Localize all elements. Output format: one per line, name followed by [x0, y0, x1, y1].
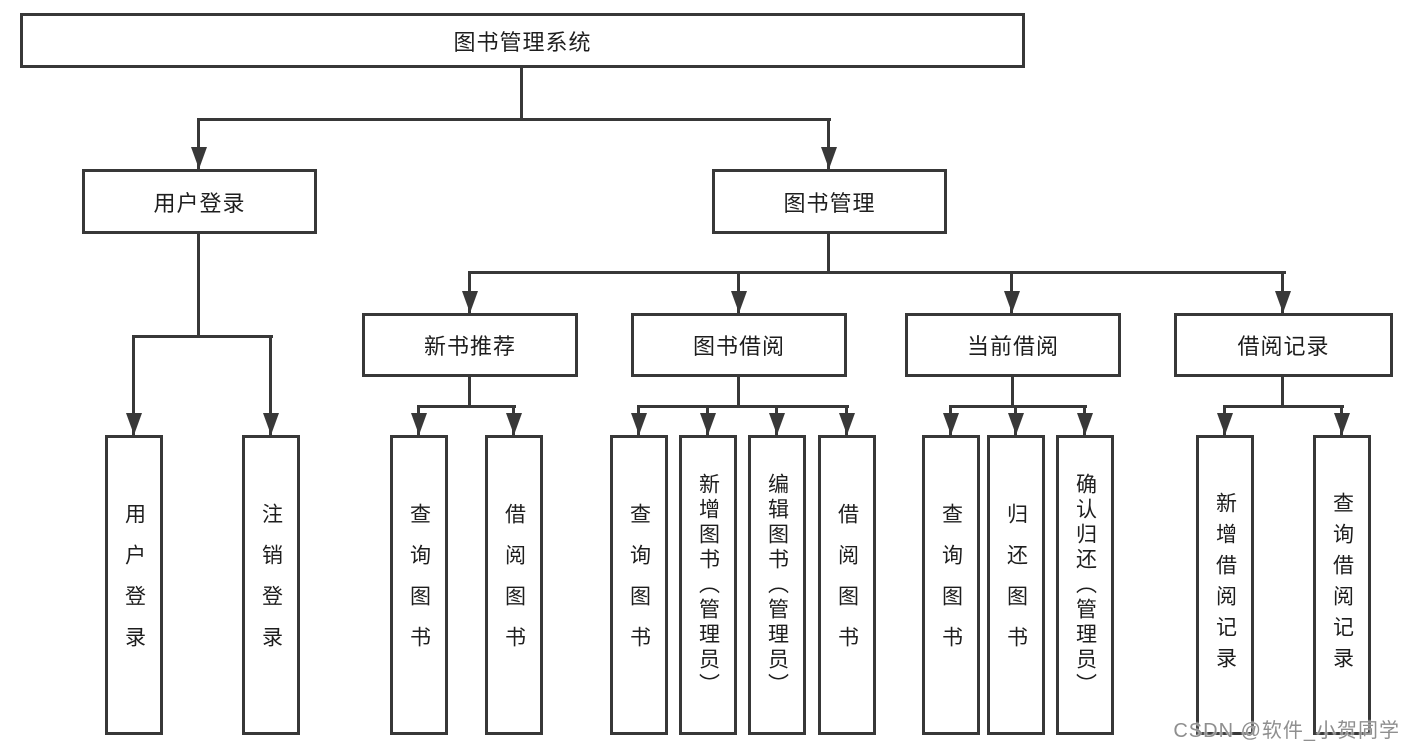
- leaf-query-books-current-label: 查询图书: [939, 503, 963, 667]
- leaf-logout: 注销登录: [242, 435, 300, 735]
- csdn-watermark: CSDN @软件_小贺同学: [1173, 720, 1400, 742]
- arrow-down-icon: [631, 413, 647, 435]
- connector-line: [269, 335, 272, 435]
- leaf-add-borrow-record-label: 新增借阅记录: [1213, 492, 1237, 678]
- node-user-login: 用户登录: [82, 169, 317, 234]
- arrow-down-icon: [1077, 413, 1093, 435]
- node-root-label: 图书管理系统: [453, 29, 592, 55]
- arrow-down-icon: [1217, 413, 1233, 435]
- arrow-down-icon: [731, 291, 747, 313]
- leaf-query-books-recommend-label: 查询图书: [407, 503, 431, 667]
- node-current-borrowing: 当前借阅: [905, 313, 1121, 377]
- arrow-down-icon: [943, 413, 959, 435]
- leaf-query-books-borrowing: 查询图书: [610, 435, 668, 735]
- leaf-borrow-books-recommend-label: 借阅图书: [502, 503, 526, 667]
- connector-line: [417, 405, 516, 408]
- node-current-borrowing-label: 当前借阅: [966, 334, 1059, 359]
- connector-line: [949, 405, 1087, 408]
- leaf-logout-label: 注销登录: [259, 503, 283, 667]
- connector-line: [520, 68, 523, 119]
- arrow-down-icon: [191, 147, 207, 169]
- node-book-management: 图书管理: [712, 169, 947, 234]
- leaf-edit-books-admin: 编辑图书（管理员）: [748, 435, 806, 735]
- connector-line: [737, 377, 740, 405]
- node-user-login-label: 用户登录: [153, 190, 246, 216]
- leaf-confirm-return-admin: 确认归还（管理员）: [1056, 435, 1114, 735]
- node-book-borrowing: 图书借阅: [631, 313, 847, 377]
- connector-line: [468, 271, 1286, 274]
- leaf-add-books-admin: 新增图书（管理员）: [679, 435, 737, 735]
- leaf-return-books-label: 归还图书: [1004, 503, 1028, 667]
- arrow-down-icon: [1004, 291, 1020, 313]
- connector-line: [197, 118, 200, 169]
- node-new-book-recommend-label: 新书推荐: [423, 334, 516, 359]
- arrow-down-icon: [1334, 413, 1350, 435]
- leaf-query-books-borrowing-label: 查询图书: [627, 503, 651, 667]
- leaf-user-login: 用户登录: [105, 435, 163, 735]
- connector-line: [132, 335, 273, 338]
- arrow-down-icon: [263, 413, 279, 435]
- arrow-down-icon: [700, 413, 716, 435]
- connector-line: [1281, 377, 1284, 405]
- leaf-query-books-recommend: 查询图书: [390, 435, 448, 735]
- connector-line: [1011, 377, 1014, 405]
- leaf-query-books-current: 查询图书: [922, 435, 980, 735]
- arrow-down-icon: [1008, 413, 1024, 435]
- connector-line: [827, 118, 830, 169]
- leaf-query-borrow-record-label: 查询借阅记录: [1330, 492, 1354, 678]
- connector-line: [132, 335, 135, 435]
- leaf-return-books: 归还图书: [987, 435, 1045, 735]
- arrow-down-icon: [411, 413, 427, 435]
- node-root: 图书管理系统: [20, 13, 1025, 68]
- connector-line: [197, 118, 831, 121]
- leaf-edit-books-admin-label: 编辑图书（管理员）: [765, 472, 789, 698]
- arrow-down-icon: [1275, 291, 1291, 313]
- node-book-borrowing-label: 图书借阅: [692, 334, 785, 359]
- connector-line: [637, 405, 849, 408]
- leaf-user-login-label: 用户登录: [122, 503, 146, 667]
- node-borrowing-records: 借阅记录: [1174, 313, 1393, 377]
- arrow-down-icon: [126, 413, 142, 435]
- node-borrowing-records-label: 借阅记录: [1237, 334, 1330, 359]
- arrow-down-icon: [506, 413, 522, 435]
- leaf-confirm-return-admin-label: 确认归还（管理员）: [1073, 472, 1097, 698]
- connector-line: [197, 234, 200, 337]
- leaf-borrow-books-label: 借阅图书: [835, 503, 859, 667]
- connector-line: [468, 377, 471, 405]
- arrow-down-icon: [462, 291, 478, 313]
- leaf-query-borrow-record: 查询借阅记录: [1313, 435, 1371, 735]
- node-new-book-recommend: 新书推荐: [362, 313, 578, 377]
- connector-line: [827, 234, 830, 272]
- arrow-down-icon: [821, 147, 837, 169]
- leaf-add-borrow-record: 新增借阅记录: [1196, 435, 1254, 735]
- arrow-down-icon: [839, 413, 855, 435]
- node-book-management-label: 图书管理: [783, 190, 876, 216]
- arrow-down-icon: [769, 413, 785, 435]
- connector-line: [1223, 405, 1344, 408]
- leaf-borrow-books-recommend: 借阅图书: [485, 435, 543, 735]
- leaf-add-books-admin-label: 新增图书（管理员）: [696, 472, 720, 698]
- leaf-borrow-books: 借阅图书: [818, 435, 876, 735]
